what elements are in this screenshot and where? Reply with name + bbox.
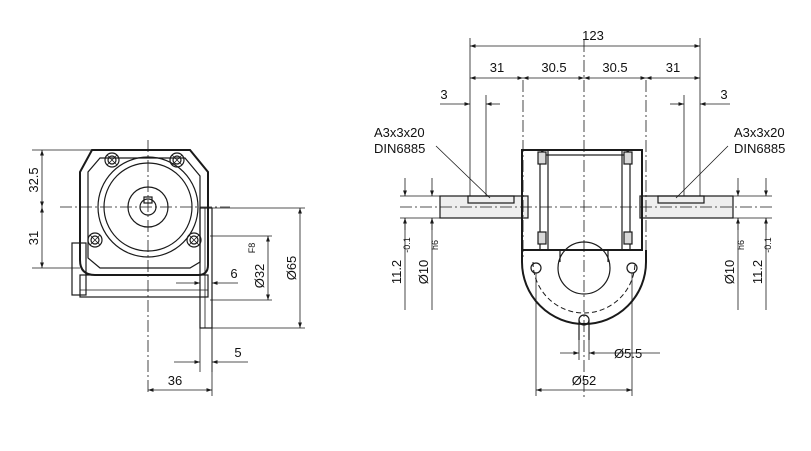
dim-10-right-label: Ø10 xyxy=(722,260,737,285)
housing-base xyxy=(79,274,209,298)
key-right-line1: A3x3x20 xyxy=(734,125,785,140)
left-end-view: 32.5 31 Ø65 Ø32 F8 6 5 36 xyxy=(26,140,305,396)
housing-bolt-bottom-right xyxy=(623,231,633,245)
screw-bottom-right xyxy=(186,232,202,248)
screw-bottom-left xyxy=(87,232,103,248)
dim-6-label: 6 xyxy=(230,266,237,281)
left-key xyxy=(467,195,515,204)
dim-11-2-right-label: 11.2 xyxy=(750,260,765,284)
dim-32-tol-label: F8 xyxy=(247,243,257,254)
gearbox-housing-inner xyxy=(539,154,631,251)
dim-65-dia-label: Ø65 xyxy=(284,256,299,281)
housing-bolt-bottom-left xyxy=(537,231,547,245)
right-front-view: 123 31 30.5 30.5 31 3 3 A3x3x20 DIN6885 … xyxy=(374,28,785,400)
dim-52-dia-label: Ø52 xyxy=(572,373,597,388)
dim-11-2-left-tol: -0.1 xyxy=(402,237,412,253)
mounting-plate xyxy=(199,207,213,329)
dim-3-left-label: 3 xyxy=(440,87,447,102)
key-left-line1: A3x3x20 xyxy=(374,125,425,140)
housing-inner-outline xyxy=(87,157,201,269)
dim-5-label: 5 xyxy=(234,345,241,360)
dim-11-2-left-label: 11.2 xyxy=(389,260,404,284)
key-left-line2: DIN6885 xyxy=(374,141,425,156)
dim-10-right-tol: h6 xyxy=(736,240,746,250)
dim-31-left-top-label: 31 xyxy=(490,60,504,75)
screw-top-left xyxy=(104,152,120,168)
housing-bolt-top-right xyxy=(623,151,633,165)
dim-10-left-label: Ø10 xyxy=(416,260,431,285)
right-key xyxy=(657,195,705,204)
housing-bolt-top-left xyxy=(537,151,547,165)
dim-5-5-dia-label: Ø5.5 xyxy=(614,346,642,361)
dim-11-2-right-tol: -0.1 xyxy=(763,237,773,253)
dim-31-right-top-label: 31 xyxy=(666,60,680,75)
flange-hole-right xyxy=(626,262,638,274)
dim-30-5-left-label: 30.5 xyxy=(541,60,566,75)
screw-top-right xyxy=(169,152,185,168)
dim-10-left-tol: h6 xyxy=(430,240,440,250)
key-right-line2: DIN6885 xyxy=(734,141,785,156)
dim-123-label: 123 xyxy=(582,28,604,43)
dim-32-5-label: 32.5 xyxy=(26,167,41,192)
dim-30-5-right-label: 30.5 xyxy=(602,60,627,75)
flange-hole-left xyxy=(530,262,542,274)
dim-36-label: 36 xyxy=(168,373,182,388)
dim-31-left-label: 31 xyxy=(26,231,41,245)
dim-3-right-label: 3 xyxy=(720,87,727,102)
dim-32-dia-label: Ø32 xyxy=(252,264,267,289)
flange-left-edge xyxy=(71,242,87,296)
